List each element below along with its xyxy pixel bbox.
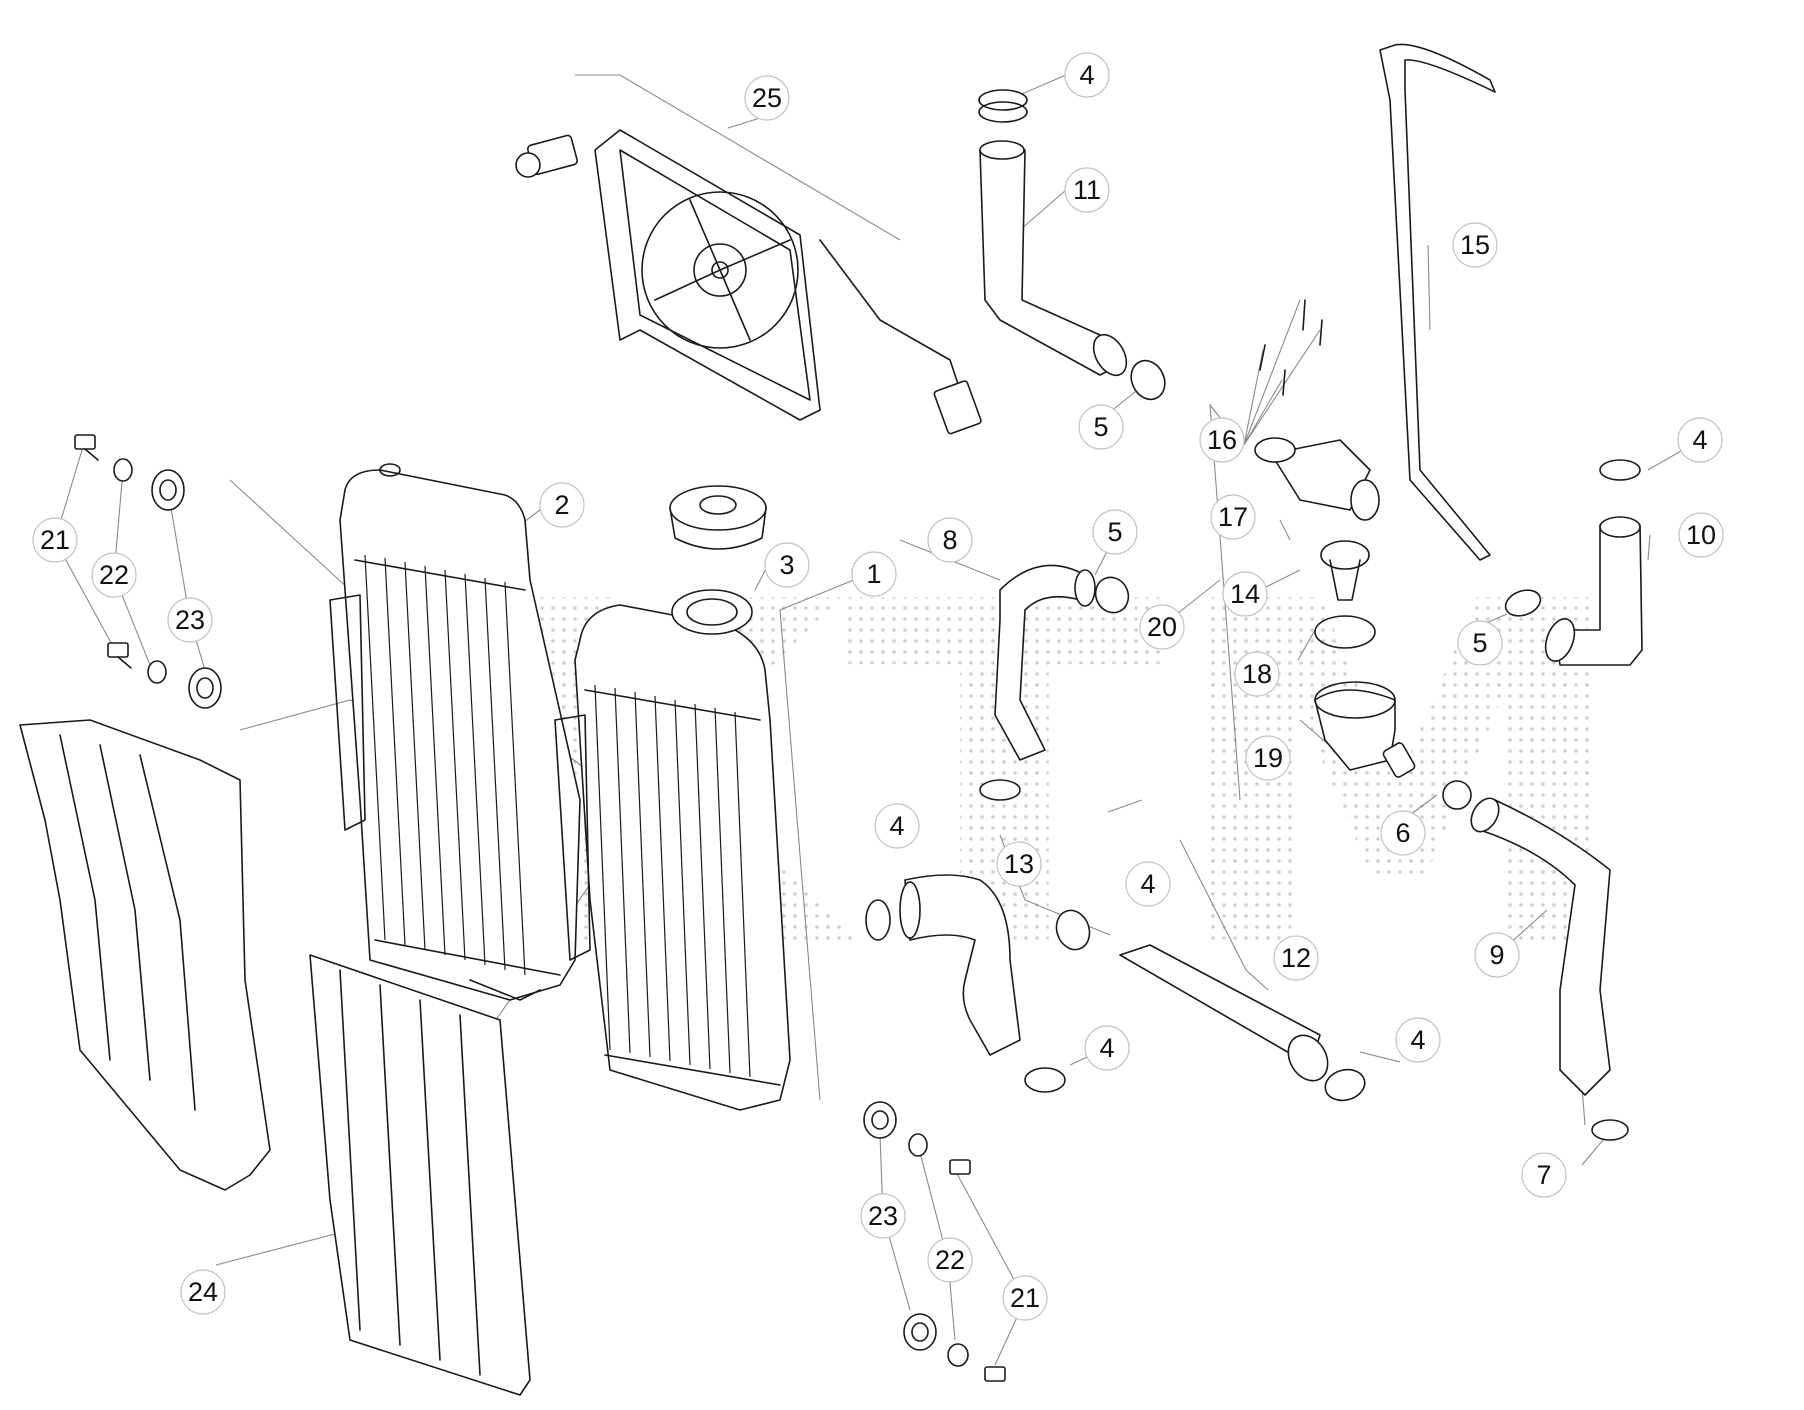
svg-text:4: 4 [1099,1033,1114,1063]
callout-14: 14 [1222,571,1268,617]
radiator-louver-grille [309,954,531,1396]
pump-coolant-hose [1470,797,1611,1096]
callout-4: 4 [1084,1025,1130,1071]
svg-text:11: 11 [1073,175,1101,205]
svg-text:4: 4 [1079,60,1094,90]
svg-text:4: 4 [1410,1025,1425,1055]
svg-text:5: 5 [1472,628,1487,658]
svg-text:21: 21 [1010,1283,1040,1313]
left-radiator [329,463,581,1001]
callout-4: 4 [874,803,920,849]
callout-4: 4 [1125,861,1171,907]
callout-5: 5 [1457,620,1503,666]
thermostat-components [1314,540,1416,778]
svg-text:10: 10 [1686,520,1716,550]
callout-5: 5 [1092,509,1138,555]
mounting-hardware-lower [863,1101,1006,1382]
callout-22: 22 [91,552,137,598]
callout-5: 5 [1078,404,1124,450]
callout-7: 7 [1521,1152,1567,1198]
callout-13: 13 [996,841,1042,887]
radiator-cap [669,485,767,550]
svg-text:7: 7 [1536,1160,1551,1190]
svg-text:3: 3 [779,550,794,580]
svg-text:24: 24 [188,1277,218,1307]
callout-23: 23 [860,1193,906,1239]
callout-4: 4 [1395,1017,1441,1063]
svg-text:22: 22 [935,1245,965,1275]
svg-text:6: 6 [1395,818,1410,848]
callout-4: 4 [1677,417,1723,463]
part-callouts: 25 4 11 15 5 16 4 21 22 23 2 3 1 8 5 17 … [32,52,1724,1321]
callout-15: 15 [1452,222,1498,268]
svg-text:9: 9 [1489,940,1504,970]
callout-9: 9 [1474,932,1520,978]
svg-text:19: 19 [1253,743,1283,773]
svg-text:5: 5 [1093,412,1108,442]
callout-18: 18 [1234,651,1280,697]
svg-text:8: 8 [942,525,957,555]
svg-text:5: 5 [1107,517,1122,547]
svg-text:21: 21 [40,525,70,555]
callout-4: 4 [1064,52,1110,98]
svg-text:12: 12 [1281,943,1311,973]
overflow-vent-hose [1379,43,1496,561]
callout-8: 8 [927,517,973,563]
svg-text:13: 13 [1004,849,1034,879]
svg-text:4: 4 [889,811,904,841]
callout-21: 21 [32,517,78,563]
left-radiator-fins [364,554,526,976]
lower-connecting-hose [899,874,1021,1056]
svg-text:16: 16 [1207,425,1237,455]
thermostat-housing-assembly [1254,299,1380,521]
callout-17: 17 [1210,494,1256,540]
svg-text:1: 1 [866,559,881,589]
svg-text:23: 23 [868,1201,898,1231]
callout-22: 22 [927,1237,973,1283]
svg-text:18: 18 [1242,659,1272,689]
callout-16: 16 [1199,417,1245,463]
callout-12: 12 [1273,935,1319,981]
thermostat-outlet-hose [1544,516,1643,666]
svg-text:2: 2 [554,490,569,520]
callout-21: 21 [1002,1275,1048,1321]
callout-25: 25 [744,75,790,121]
callout-2: 2 [539,482,585,528]
svg-text:23: 23 [175,605,205,635]
callout-19: 19 [1245,735,1291,781]
svg-text:15: 15 [1460,230,1490,260]
upper-coolant-hose [979,140,1128,377]
radiator-fan-assembly [515,129,982,435]
svg-text:25: 25 [752,83,782,113]
callout-10: 10 [1678,512,1724,558]
callout-3: 3 [764,542,810,588]
straight-coolant-hose [1119,944,1329,1082]
callout-1: 1 [851,551,897,597]
svg-text:14: 14 [1230,579,1260,609]
mounting-hardware-upper [74,434,222,709]
callout-11: 11 [1064,167,1110,213]
callout-20: 20 [1139,604,1185,650]
svg-text:22: 22 [99,560,129,590]
radiator-shroud [19,719,271,1191]
callout-6: 6 [1380,810,1426,856]
svg-text:4: 4 [1692,425,1707,455]
callout-24: 24 [180,1269,226,1315]
callout-23: 23 [167,597,213,643]
svg-text:17: 17 [1218,502,1248,532]
svg-text:4: 4 [1140,869,1155,899]
svg-text:20: 20 [1147,612,1177,642]
right-radiator [554,589,791,1111]
radiator-connecting-hose [994,564,1096,761]
hose-clamps [865,89,1641,1141]
right-radiator-fins [594,684,751,1078]
